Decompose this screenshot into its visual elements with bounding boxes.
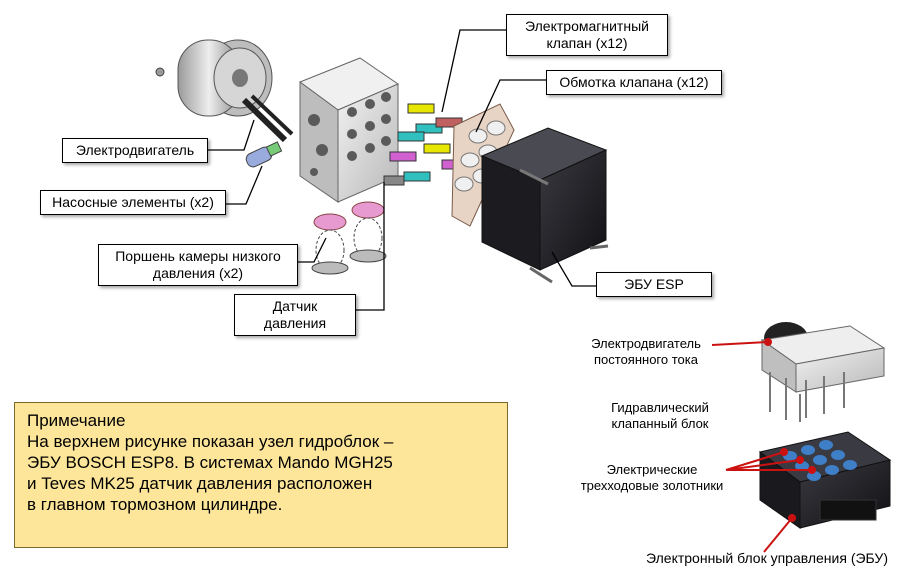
ecu-part bbox=[480, 127, 609, 284]
callout-solenoid-valve: Электромагнитный клапан (x12) bbox=[506, 14, 668, 56]
label-hydraulic-block: Гидравлический клапанный блок bbox=[611, 400, 709, 431]
label-ecu: Электронный блок управления (ЭБУ) bbox=[646, 550, 888, 566]
label-spool-valves: Электрические трехходовые золотники bbox=[580, 462, 724, 493]
leader-lines bbox=[208, 29, 596, 311]
callout-valve-coil: Обмотка клапана (x12) bbox=[546, 70, 722, 95]
assembled-unit bbox=[758, 322, 892, 529]
pump-element-part bbox=[245, 141, 283, 168]
note-box: Примечание На верхнем рисунке показан уз… bbox=[14, 402, 508, 548]
note-title: Примечание bbox=[27, 411, 126, 430]
label-dc-motor: Электродвигатель постоянного тока bbox=[591, 336, 701, 367]
motor-part bbox=[155, 39, 294, 143]
note-body: На верхнем рисунке показан узел гидробло… bbox=[27, 432, 394, 514]
callout-motor: Электродвигатель bbox=[62, 138, 208, 163]
red-leaders bbox=[711, 338, 816, 553]
piston-part bbox=[311, 201, 387, 275]
callout-ecu-esp: ЭБУ ESP bbox=[596, 272, 712, 297]
callout-pump-elements: Насосные элементы (x2) bbox=[40, 190, 226, 215]
valve-block-part bbox=[298, 57, 400, 203]
callout-piston: Поршень камеры низкого давления (x2) bbox=[98, 244, 298, 286]
callout-pressure-sensor: Датчик давления bbox=[234, 294, 356, 336]
